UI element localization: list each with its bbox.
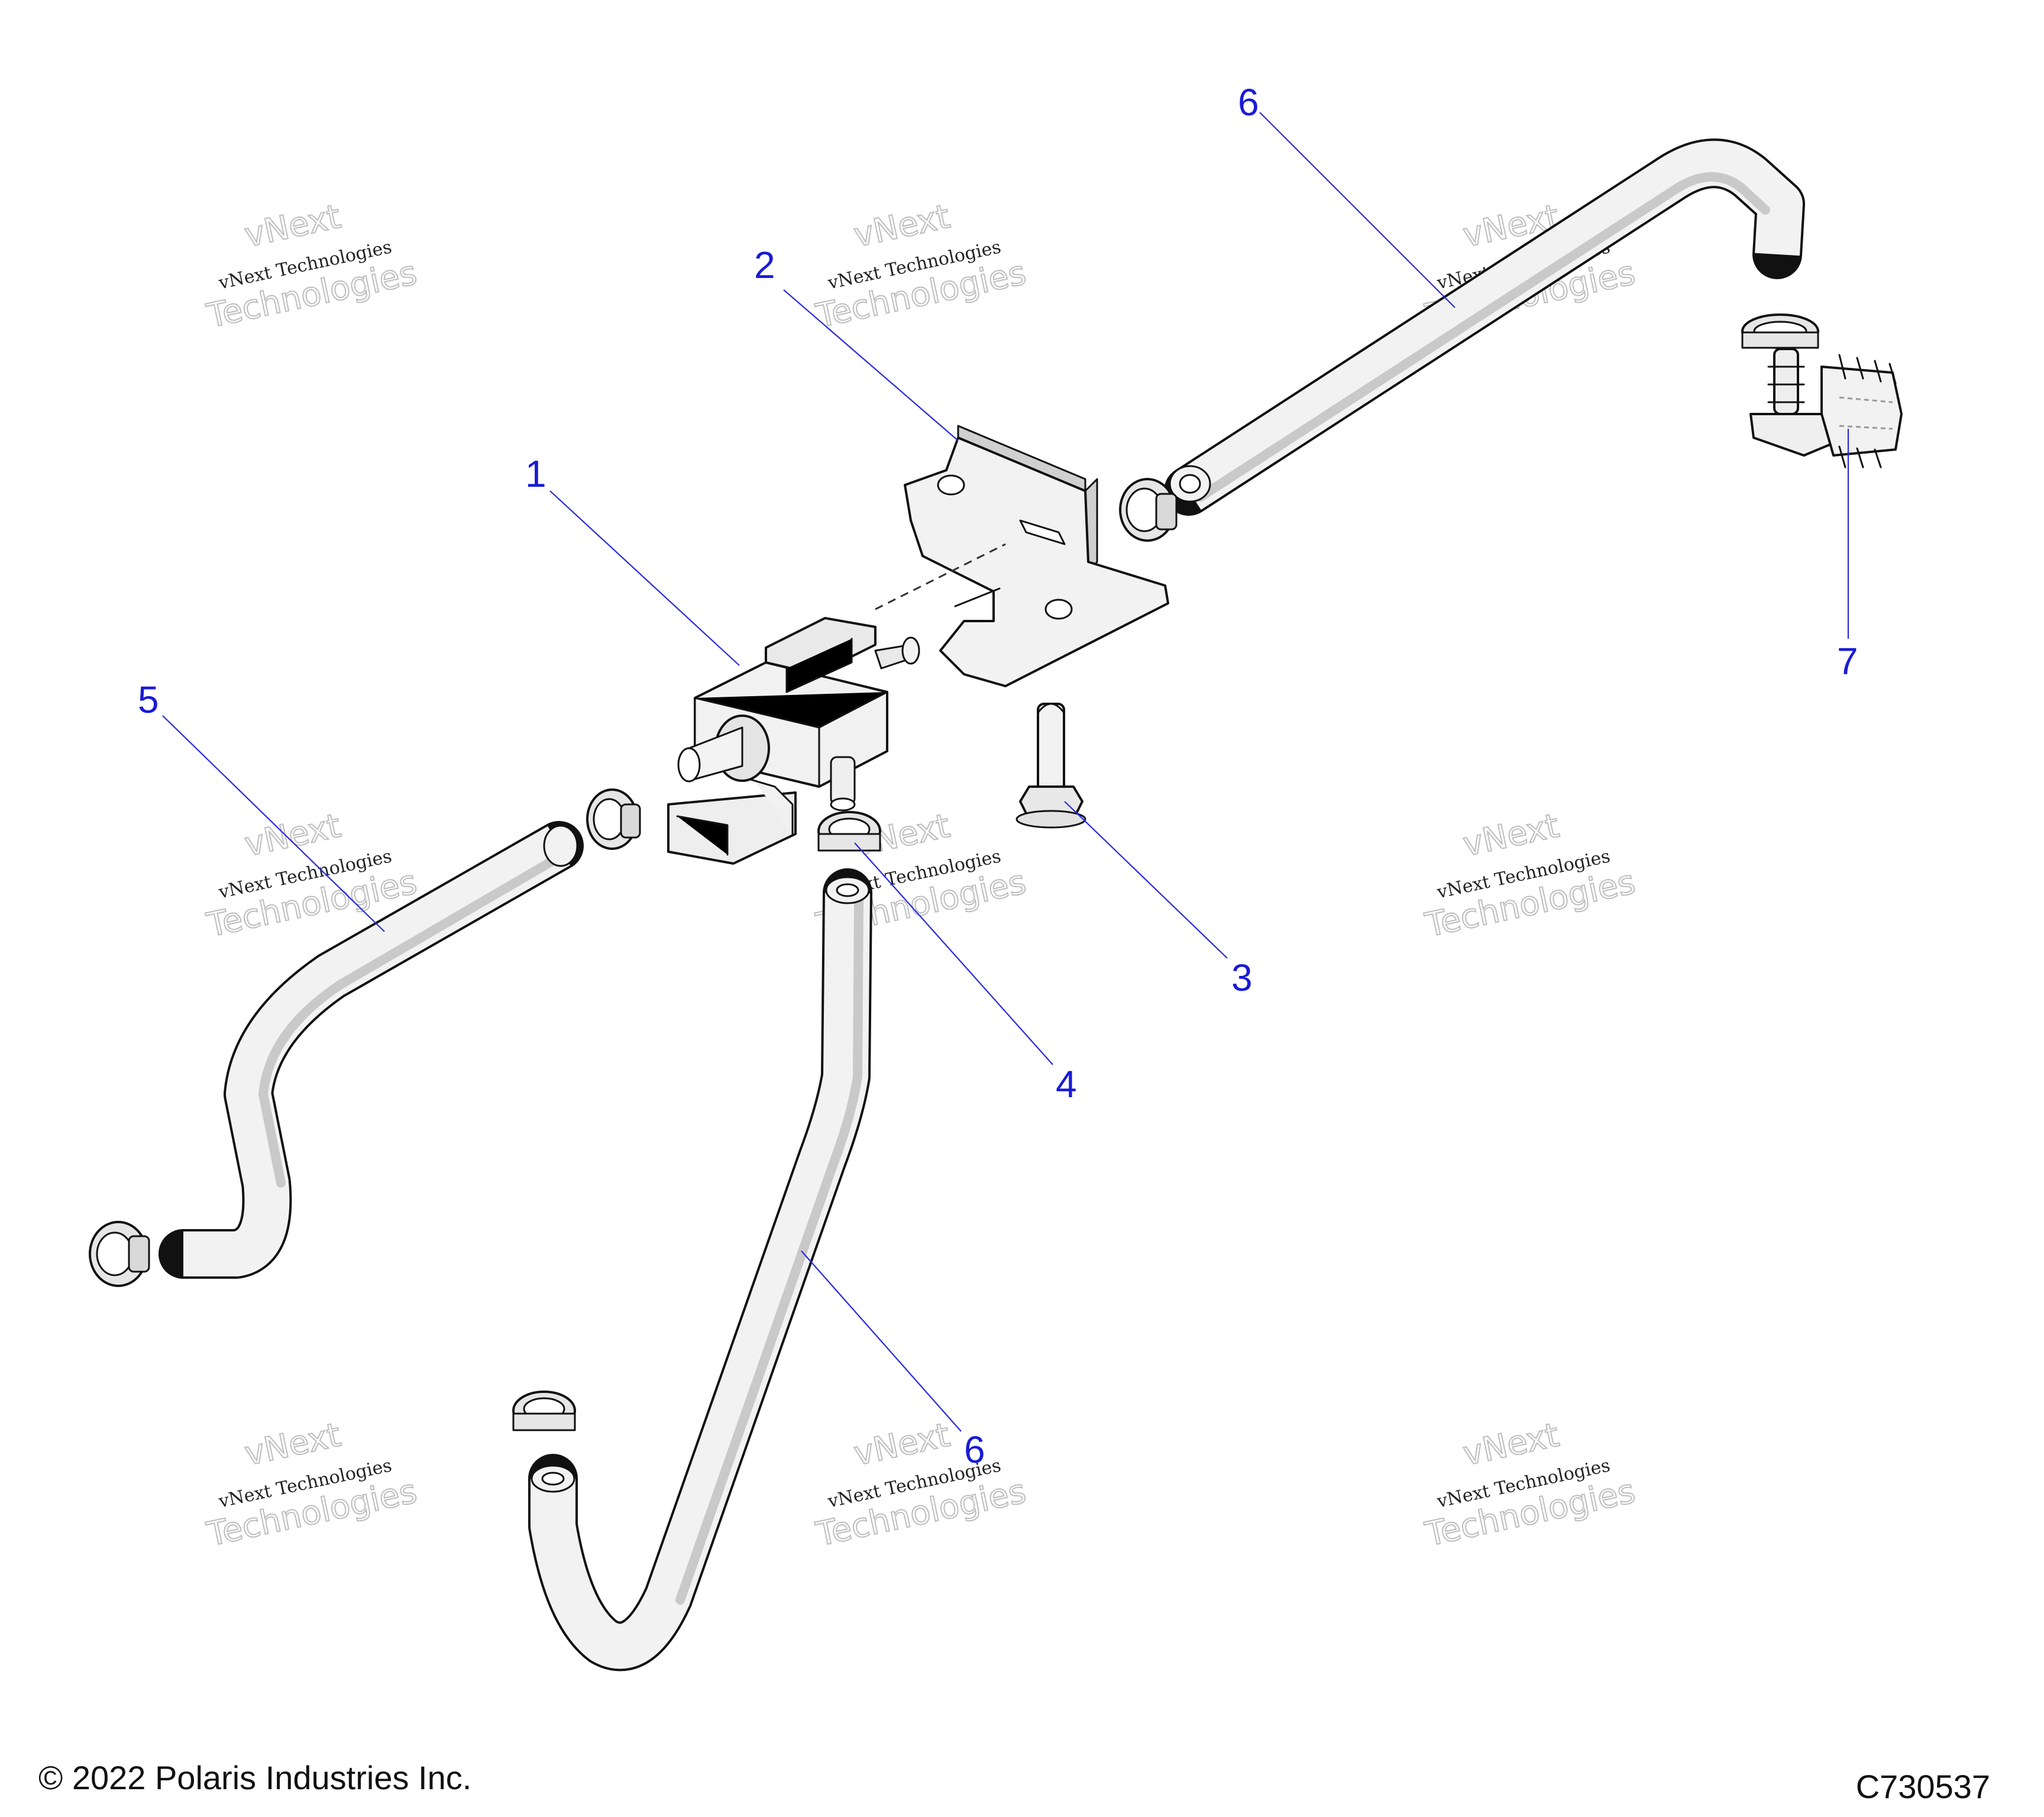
leader-line-5 bbox=[162, 715, 385, 932]
watermark-tile: vNext vNext Technologies Technologies bbox=[812, 1415, 1030, 1555]
hose-clamp-upper-right bbox=[1741, 313, 1819, 349]
svg-text:vNext: vNext bbox=[241, 198, 344, 256]
hose-clamp-lower bbox=[512, 1391, 576, 1431]
leader-line-6b bbox=[801, 1250, 962, 1432]
watermark-tile: vNext vNext Technologies Technologies bbox=[812, 197, 1030, 337]
svg-text:vNext: vNext bbox=[1460, 1416, 1563, 1474]
copyright-text: © 2022 Polaris Industries Inc. bbox=[38, 1759, 471, 1796]
callout-2: 2 bbox=[754, 244, 775, 286]
valve-part-1 bbox=[667, 617, 920, 865]
svg-text:vNext: vNext bbox=[850, 1416, 953, 1474]
callout-7: 7 bbox=[1837, 640, 1858, 683]
hose-part-5 bbox=[159, 821, 584, 1279]
hose-lower-part-6 bbox=[528, 868, 872, 1671]
callout-1: 1 bbox=[525, 452, 546, 495]
leader-line-2 bbox=[783, 289, 959, 441]
fitting-part-7 bbox=[1749, 348, 1903, 468]
svg-text:vNext: vNext bbox=[241, 807, 344, 865]
watermark-tile: vNext vNext Technologies Technologies bbox=[1421, 806, 1639, 946]
bolt-part-3 bbox=[1015, 703, 1086, 829]
svg-text:vNext: vNext bbox=[241, 1416, 344, 1474]
bracket-part-2 bbox=[904, 425, 1169, 687]
hose-clamp-valve-left bbox=[586, 788, 641, 850]
hose-upper-part-6 bbox=[1164, 138, 1805, 516]
hose-clamp-part-4 bbox=[817, 811, 881, 852]
figure-code: C730537 bbox=[1856, 1768, 1990, 1805]
leader-line-3 bbox=[1064, 801, 1228, 959]
callout-3: 3 bbox=[1231, 956, 1253, 999]
hose-clamp-lower-left bbox=[89, 1221, 150, 1287]
svg-text:vNext: vNext bbox=[1460, 807, 1563, 865]
leader-line-1 bbox=[549, 490, 740, 666]
callout-6-lower: 6 bbox=[964, 1428, 985, 1471]
alignment-line bbox=[875, 543, 1006, 610]
leader-line-4 bbox=[854, 842, 1053, 1065]
watermark-tile: vNext vNext Technologies Technologies bbox=[203, 1415, 421, 1555]
callout-6-upper: 6 bbox=[1238, 81, 1259, 124]
watermark-tile: vNext vNext Technologies Technologies bbox=[203, 197, 421, 337]
hose-clamp-upper-left bbox=[1119, 478, 1178, 542]
leader-line-6a bbox=[1259, 112, 1456, 308]
svg-text:vNext: vNext bbox=[850, 198, 953, 256]
callout-4: 4 bbox=[1056, 1063, 1077, 1105]
watermark-tile: vNext vNext Technologies Technologies bbox=[1421, 1415, 1639, 1555]
callout-5: 5 bbox=[138, 678, 159, 721]
